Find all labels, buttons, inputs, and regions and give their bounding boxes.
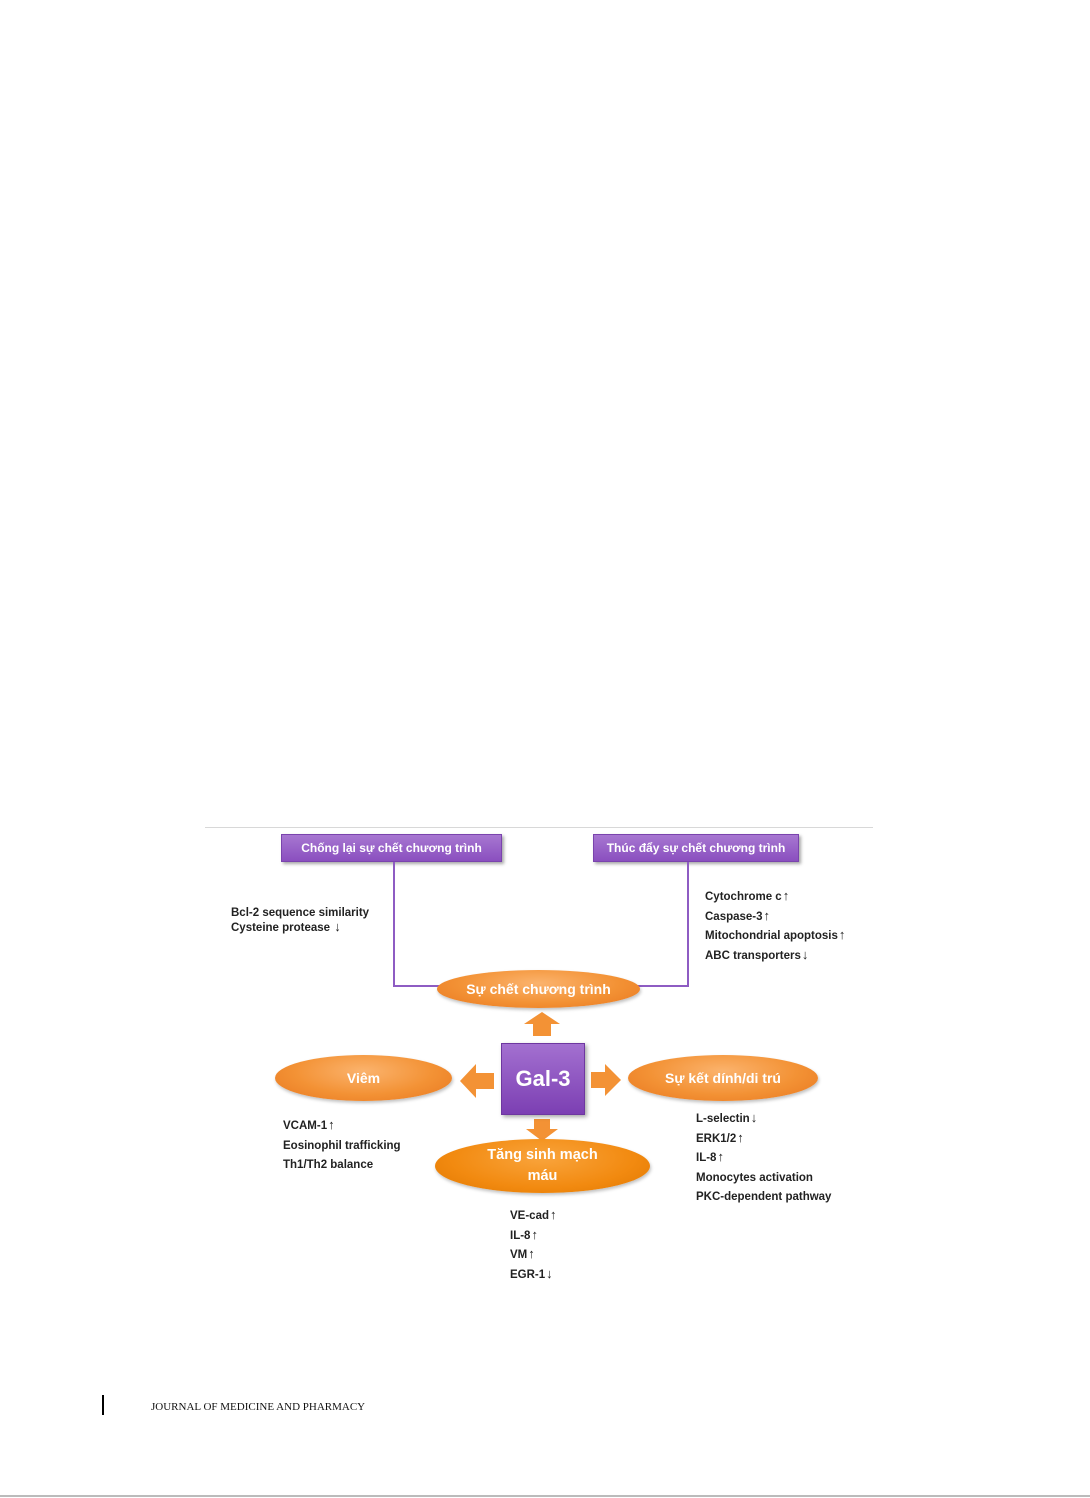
adhesion-label: Sự kết dính/di trú: [665, 1070, 781, 1086]
factor-item: Eosinophil trafficking: [283, 1139, 401, 1152]
bottom-rule: [0, 1495, 1090, 1497]
factor-item: L-selectin↓: [696, 1110, 758, 1125]
apoptosis-label: Sự chết chương trình: [466, 981, 611, 997]
factor-item: PKC-dependent pathway: [696, 1191, 832, 1203]
factor-item: ABC transporters↓: [705, 946, 809, 962]
gal3-center-box: Gal-3: [501, 1043, 585, 1115]
inflammation-label: Viêm: [346, 1070, 381, 1086]
left-connector-base: [393, 985, 447, 987]
right-connector-line: [687, 862, 689, 986]
journal-name: JOURNAL OF MEDICINE AND PHARMACY: [151, 1401, 366, 1413]
footer-bar: [102, 1395, 104, 1415]
factor-item: Bcl-2 sequence similarity: [231, 907, 370, 919]
factor-item: Cytochrome c↑: [705, 888, 790, 903]
factor-item: Caspase-3↑: [705, 907, 771, 923]
factor-item: EGR-1↓: [510, 1265, 553, 1281]
factor-item: Monocytes activation: [696, 1171, 813, 1184]
factor-item: IL-8↑: [696, 1149, 724, 1164]
up-arrow-icon: [524, 1012, 560, 1036]
factor-item: VCAM-1↑: [283, 1117, 335, 1132]
left-connector-line: [393, 862, 395, 986]
inflammation-ellipse: Viêm: [275, 1055, 452, 1101]
factor-item: Cysteine protease ↓: [231, 919, 341, 934]
factor-item: ERK1/2↑: [696, 1129, 744, 1145]
angiogenesis-ellipse: Tăng sinh mạch máu: [435, 1139, 650, 1193]
factor-item: VE-cad↑: [510, 1207, 557, 1222]
adhesion-ellipse: Sự kết dính/di trú: [628, 1055, 818, 1101]
adhesion-factor-list: L-selectin↓ ERK1/2↑ IL-8↑ Monocytes acti…: [696, 1108, 832, 1206]
pro-apoptosis-factor-list: Cytochrome c↑ Caspase-3↑ Mitochondrial a…: [705, 886, 845, 964]
factor-item: Mitochondrial apoptosis↑: [705, 927, 846, 942]
factor-item: Th1/Th2 balance: [283, 1159, 374, 1171]
factor-item: IL-8↑: [510, 1226, 538, 1242]
right-arrow-icon: [591, 1064, 621, 1096]
figure-top-rule: [205, 827, 873, 828]
right-connector-base: [636, 985, 689, 987]
gal3-label: Gal-3: [515, 1066, 571, 1091]
left-arrow-icon: [460, 1064, 494, 1098]
factor-item: VM↑: [510, 1246, 535, 1261]
angiogenesis-label: Tăng sinh mạch máu: [487, 1147, 598, 1184]
down-arrow-icon: [526, 1119, 558, 1141]
pro-apoptosis-box: Thúc đẩy sự chết chương trình: [593, 834, 799, 862]
anti-apoptosis-box: Chống lại sự chết chương trình: [281, 834, 502, 862]
inflammation-factor-list: VCAM-1↑ Eosinophil trafficking Th1/Th2 b…: [283, 1115, 402, 1174]
apoptosis-ellipse: Sự chết chương trình: [437, 970, 640, 1008]
anti-apoptosis-factor-list: Bcl-2 sequence similarity Cysteine prote…: [231, 904, 370, 934]
angiogenesis-factor-list: VE-cad↑ IL-8↑ VM↑ EGR-1↓: [510, 1205, 557, 1283]
